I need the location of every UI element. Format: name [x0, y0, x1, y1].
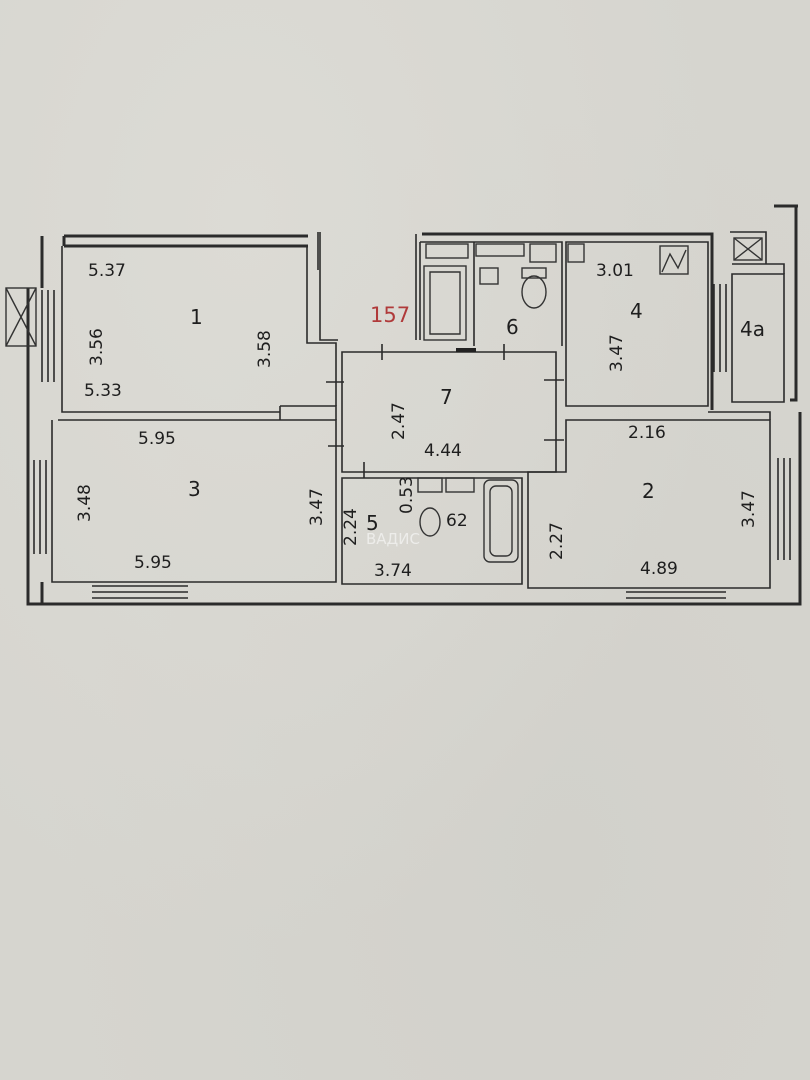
bathtub-5-icon [483, 479, 519, 563]
dim-room-2-left: 2.27 [547, 522, 567, 560]
dimension-labels: 5.37 3.56 3.58 5.33 5.95 3.48 3.47 5.95 … [75, 261, 759, 581]
small-sink-icon [479, 267, 499, 285]
stove-icon [567, 243, 585, 263]
room-2-top [708, 411, 771, 420]
corridor-notch [317, 232, 417, 341]
balcony-box-cross [733, 237, 763, 261]
window-room-1 [41, 290, 55, 382]
dim-room-2-right: 3.47 [739, 490, 759, 528]
top-wall-right [422, 232, 714, 410]
bathtub-6-inner [429, 271, 461, 335]
dim-room-5-wc: 62 [446, 511, 468, 531]
kitchen-appliance-icon [659, 245, 689, 275]
room-4-outline [565, 241, 709, 407]
dim-room-3-left: 3.48 [75, 484, 95, 522]
window-room-4 [713, 284, 727, 372]
balcony-4a-rail [774, 204, 798, 402]
top-wall-room-1 [62, 234, 308, 248]
shelf-5-icon [417, 477, 443, 493]
watermark-text: ВАДИС [366, 530, 420, 548]
sink-counter-icon [425, 243, 469, 259]
dim-room-4-top: 3.01 [596, 261, 634, 281]
dim-room-1-left: 3.56 [87, 328, 107, 366]
room-4-label: 4 [630, 299, 643, 323]
dim-room-3-right: 3.47 [307, 488, 327, 526]
kitchen-appliance-zigzag [661, 249, 687, 273]
bathtub-5-inner [489, 485, 513, 557]
dim-room-1-bottom: 5.33 [84, 381, 122, 401]
window-left-ac [5, 287, 37, 347]
dim-room-4-left: 3.47 [607, 334, 627, 372]
dim-room-3-top: 5.95 [138, 429, 176, 449]
sink-5-icon [445, 477, 475, 493]
wall-1-3 [279, 405, 337, 420]
outer-wall-left-bottom [26, 236, 802, 606]
toilet-6-tank [521, 267, 547, 279]
room-3-label: 3 [188, 477, 201, 501]
sink-6-icon [529, 243, 557, 263]
counter-icon [475, 243, 525, 257]
bathtub-6-icon [423, 265, 467, 341]
total-area-label: 157 [370, 303, 410, 327]
room-labels: 1 2 3 4 4а 5 6 7 157 [188, 299, 765, 535]
window-room-3 [33, 460, 47, 554]
dim-room-3-bottom: 5.95 [134, 553, 172, 573]
dim-room-1-right: 3.58 [255, 330, 275, 368]
toilet-5-icon [419, 507, 441, 537]
window-room-2-right [777, 458, 791, 560]
door-markers [326, 344, 564, 478]
room-3-outline [51, 419, 337, 583]
dim-room-1-top: 5.37 [88, 261, 126, 281]
dim-room-7-bottom: 4.44 [424, 441, 462, 461]
window-left-ac-cross [5, 287, 37, 347]
room-5-label: 5 [366, 511, 379, 535]
bathroom-6-outline [419, 241, 563, 346]
window-room-3-bottom [92, 585, 188, 599]
balcony-4a-top [730, 231, 785, 274]
dim-room-7-left: 2.47 [389, 402, 409, 440]
toilet-6-icon [521, 275, 547, 309]
room-1-outline [61, 246, 337, 413]
room-2-label: 2 [642, 479, 655, 503]
dim-room-2-top: 2.16 [628, 423, 666, 443]
dim-room-5-bottom: 3.74 [374, 561, 412, 581]
balcony-4a-outline [731, 273, 785, 403]
window-room-2-bottom [626, 591, 726, 605]
door-ticks [326, 344, 564, 478]
room-4a-label: 4а [740, 317, 765, 341]
dim-room-5-left: 2.24 [341, 508, 361, 546]
dim-room-2-bottom: 4.89 [640, 559, 678, 579]
room-7-label: 7 [440, 385, 453, 409]
room-6-label: 6 [506, 315, 519, 339]
windows [5, 237, 791, 605]
room-1-label: 1 [190, 305, 203, 329]
walls [26, 204, 802, 606]
fixtures [417, 243, 689, 563]
dim-room-5-inner: 0.53 [397, 476, 417, 514]
balcony-box [733, 237, 763, 261]
